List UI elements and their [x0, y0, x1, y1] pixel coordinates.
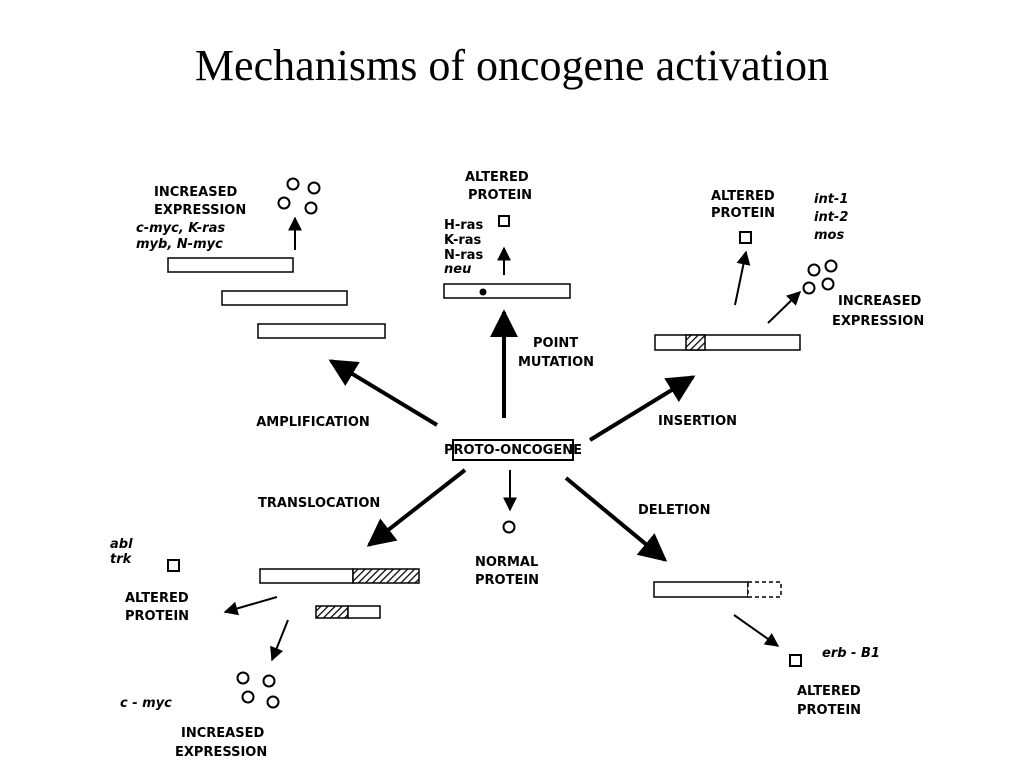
arrow-amplification: [328, 359, 439, 427]
gene-bar: [221, 290, 348, 306]
translocation-altered-1: ALTERED: [125, 591, 189, 606]
protein-square-icon: [739, 231, 752, 244]
translocation-altered-2: PROTEIN: [125, 609, 189, 624]
normal-protein-1: NORMAL: [475, 555, 538, 570]
gene-bar: [257, 323, 386, 339]
gene-bar: [259, 568, 354, 584]
point-mutation-gene: K-ras: [444, 233, 482, 248]
translocation-increased-1: INCREASED: [181, 726, 264, 741]
point-mutation-result-2: PROTEIN: [468, 188, 532, 203]
arrow-deletion: [564, 476, 668, 562]
amplification-genes-2: myb, N-myc: [136, 237, 223, 252]
point-mutation-label-1: POINT: [533, 336, 578, 351]
deletion-gene: erb - B1: [822, 646, 880, 661]
deletion-result-2: PROTEIN: [797, 703, 861, 718]
gene-bar: [443, 283, 571, 299]
deletion-label: DELETION: [638, 503, 710, 518]
gene-bar: [654, 334, 801, 351]
point-mutation-label-2: MUTATION: [518, 355, 594, 370]
insertion-group: INSERTION ALTERED PROTEIN int-1 int-2 mo…: [654, 189, 924, 429]
deleted-segment: [747, 581, 782, 598]
arrow-translocation: [366, 468, 467, 547]
translocation-group: TRANSLOCATION abl trk ALTERED PROTEIN c …: [110, 496, 420, 760]
insertion-altered-2: PROTEIN: [711, 206, 775, 221]
arrow-insertion: [588, 375, 696, 442]
translocated-segment: [315, 605, 349, 619]
translocated-segment: [352, 568, 420, 584]
insert-segment: [685, 334, 706, 351]
protein-circle-icon: [502, 520, 516, 534]
insertion-gene: int-2: [814, 210, 848, 225]
insertion-gene: mos: [814, 228, 844, 243]
insertion-gene: int-1: [814, 192, 848, 207]
insertion-label: INSERTION: [658, 414, 737, 429]
amplification-result-1: INCREASED: [154, 185, 237, 200]
deletion-result-1: ALTERED: [797, 684, 861, 699]
protein-circles-icon: [277, 177, 321, 215]
insertion-increased-2: EXPRESSION: [832, 314, 924, 329]
proto-oncogene-box: PROTO-ONCOGENE: [444, 439, 582, 461]
translocation-gene: abl: [110, 537, 133, 552]
page-title: Mechanisms of oncogene activation: [194, 41, 830, 90]
insertion-increased-1: INCREASED: [838, 294, 921, 309]
translocation-increased-2: EXPRESSION: [175, 745, 267, 760]
protein-circles-icon: [236, 671, 280, 709]
point-mutation-result-1: ALTERED: [465, 170, 529, 185]
insertion-altered-1: ALTERED: [711, 189, 775, 204]
gene-bar: [653, 581, 749, 598]
protein-square-icon: [498, 215, 510, 227]
protein-square-icon: [789, 654, 802, 667]
normal-protein-group: NORMAL PROTEIN: [475, 520, 539, 588]
deletion-group: DELETION erb - B1 ALTERED PROTEIN: [638, 503, 880, 718]
proto-oncogene-label: PROTO-ONCOGENE: [444, 443, 582, 458]
translocation-gene: trk: [110, 552, 133, 567]
amplification-group: AMPLIFICATION INCREASED EXPRESSION c-myc…: [136, 177, 386, 430]
gene-bar: [347, 605, 381, 619]
protein-circles-icon: [802, 259, 838, 295]
normal-protein-2: PROTEIN: [475, 573, 539, 588]
mutation-dot-icon: [479, 288, 487, 296]
main-arrows: [328, 309, 696, 562]
amplification-label: AMPLIFICATION: [256, 415, 370, 430]
point-mutation-gene: H-ras: [444, 218, 483, 233]
point-mutation-gene: neu: [444, 262, 471, 277]
point-mutation-gene: N-ras: [444, 248, 483, 263]
amplification-result-2: EXPRESSION: [154, 203, 246, 218]
amplification-genes-1: c-myc, K-ras: [136, 221, 225, 236]
protein-square-icon: [167, 559, 180, 572]
translocation-label: TRANSLOCATION: [258, 496, 380, 511]
translocation-gene-increased: c - myc: [120, 696, 172, 711]
point-mutation-group: POINT MUTATION ALTERED PROTEIN H-ras K-r…: [443, 170, 594, 370]
gene-bar: [167, 257, 294, 273]
